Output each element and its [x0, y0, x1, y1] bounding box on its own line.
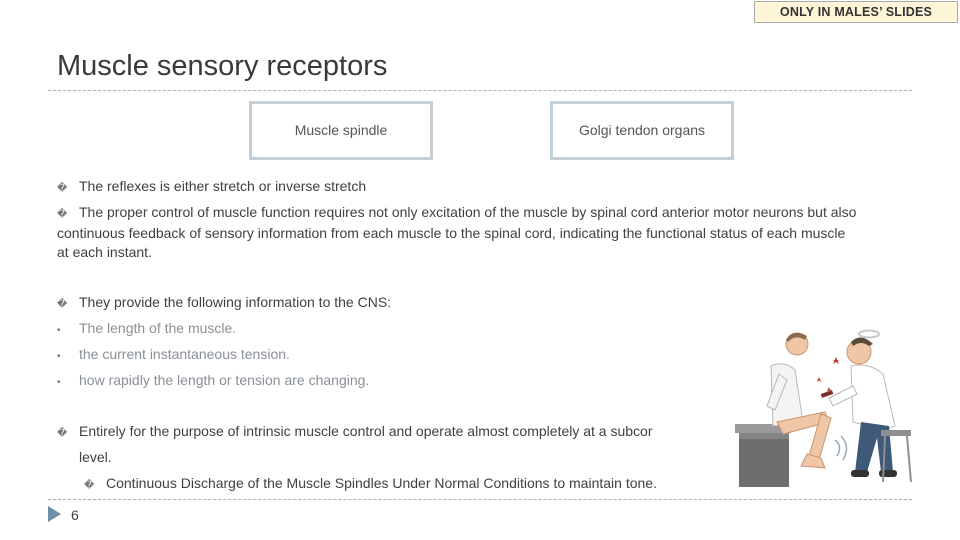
muscle-spindle-box: Muscle spindle [249, 101, 433, 160]
golgi-tendon-organs-box: Golgi tendon organs [550, 101, 734, 160]
sub-bullet-1: • The length of the muscle. [57, 319, 236, 340]
bullet-glyph: � [84, 480, 95, 491]
males-slides-badge: ONLY IN MALES’ SLIDES [754, 1, 958, 23]
sub-bullet-3: • how rapidly the length or tension are c… [57, 371, 369, 392]
dot-glyph: • [57, 325, 61, 336]
bullet-1: � The reflexes is either stretch or inver… [57, 177, 366, 198]
knee-reflex-illustration [735, 329, 912, 487]
sub-bullet-3-text: how rapidly the length or tension are ch… [79, 372, 370, 388]
dot-glyph: • [57, 377, 61, 388]
play-arrow-icon [48, 506, 61, 522]
bullet-4-continued: level. [79, 449, 112, 465]
bullet-1-text: The reflexes is either stretch or invers… [79, 178, 367, 194]
bullet-glyph: � [57, 209, 68, 220]
sub-bullet-5: � Continuous Discharge of the Muscle Spin… [84, 474, 657, 495]
bullet-4-text-line1: Entirely for the purpose of intrinsic mu… [79, 423, 653, 439]
bullet-4: � Entirely for the purpose of intrinsic m… [57, 422, 653, 443]
bullet-glyph: � [57, 299, 68, 310]
bullet-3-text: They provide the following information t… [79, 294, 392, 310]
bullet-3: � They provide the following information … [57, 293, 391, 314]
bullet-glyph: � [57, 428, 68, 439]
page-number: 6 [71, 507, 79, 523]
sub-bullet-1-text: The length of the muscle. [79, 320, 237, 336]
bullet-glyph: � [57, 183, 68, 194]
title-divider [48, 90, 912, 91]
sub-bullet-2-text: the current instantaneous tension. [79, 346, 290, 362]
dot-glyph: • [57, 351, 61, 362]
bullet-2: �The proper control of muscle function r… [57, 203, 857, 262]
footer-divider [48, 499, 912, 500]
sub-bullet-2: • the current instantaneous tension. [57, 345, 290, 366]
bullet-2-text: The proper control of muscle function re… [57, 204, 857, 260]
slide-title: Muscle sensory receptors [57, 50, 388, 82]
sub-bullet-5-text: Continuous Discharge of the Muscle Spind… [106, 475, 657, 491]
